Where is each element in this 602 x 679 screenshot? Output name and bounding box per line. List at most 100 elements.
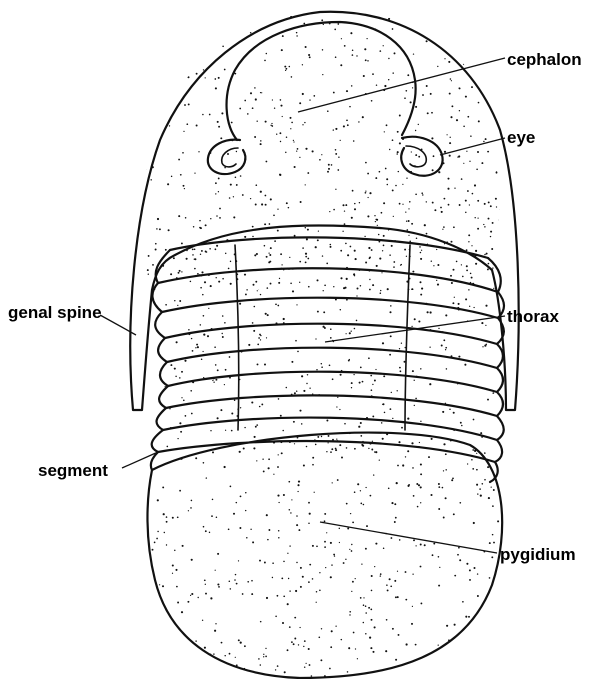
- stipple-dot: [295, 340, 297, 342]
- stipple-dot: [335, 128, 337, 130]
- stipple-dot: [275, 616, 277, 618]
- stipple-dot: [355, 578, 356, 579]
- stipple-dot: [183, 185, 185, 187]
- stipple-dot: [231, 122, 233, 124]
- stipple-dot: [348, 647, 350, 649]
- stipple-dot: [512, 116, 514, 118]
- stipple-dot: [235, 574, 236, 575]
- stipple-dot: [421, 250, 422, 251]
- stipple-dot: [216, 42, 218, 44]
- stipple-dot: [512, 479, 514, 481]
- stipple-dot: [441, 667, 442, 668]
- leader-pygidium: [320, 522, 497, 553]
- stipple-dot: [478, 440, 480, 442]
- stipple-dot: [502, 165, 504, 167]
- stipple-dot: [186, 258, 188, 260]
- stipple-dot: [221, 20, 223, 22]
- stipple-dot: [445, 39, 447, 41]
- stipple-dot: [464, 53, 466, 55]
- stipple-dot: [308, 522, 310, 524]
- stipple-dot: [378, 234, 380, 236]
- stipple-dot: [142, 72, 144, 74]
- stipple-dot: [288, 481, 290, 483]
- stipple-dot: [477, 151, 479, 153]
- stipple-dot: [333, 129, 334, 130]
- stipple-dot: [379, 241, 381, 243]
- stipple-dot: [477, 55, 479, 57]
- stipple-dot: [182, 545, 184, 547]
- stipple-dot: [207, 335, 209, 337]
- stipple-dot: [190, 595, 191, 596]
- stipple-dot: [372, 284, 374, 286]
- stipple-dot: [312, 578, 314, 580]
- stipple-dot: [484, 226, 485, 227]
- stipple-dot: [293, 643, 295, 645]
- stipple-dot: [370, 609, 372, 611]
- stipple-dot: [514, 584, 516, 586]
- stipple-dot: [140, 165, 142, 167]
- stipple-dot: [210, 285, 212, 287]
- stipple-dot: [240, 407, 241, 408]
- stipple-dot: [339, 444, 341, 446]
- stipple-dot: [399, 142, 401, 144]
- stipple-dot: [178, 272, 180, 274]
- stipple-dot: [185, 67, 187, 69]
- stipple-dot: [282, 622, 284, 624]
- stipple-dot: [389, 311, 391, 313]
- stipple-dot: [203, 315, 205, 317]
- stipple-dot: [340, 250, 342, 252]
- stipple-dot: [169, 293, 170, 294]
- stipple-dot: [457, 554, 459, 556]
- stipple-dot: [215, 379, 217, 381]
- stipple-dot: [301, 375, 303, 377]
- stipple-dot: [203, 334, 205, 336]
- stipple-dot: [300, 586, 302, 588]
- stipple-dot: [327, 110, 329, 112]
- glabella-outline: [227, 22, 416, 140]
- stipple-dot: [162, 486, 164, 488]
- stipple-dot: [488, 263, 490, 265]
- stipple-dot: [453, 412, 455, 414]
- stipple-dot: [478, 218, 479, 219]
- stipple-dot: [217, 121, 219, 123]
- stipple-dot: [203, 69, 204, 70]
- stipple-dot: [352, 581, 354, 583]
- stipple-dot: [252, 226, 254, 228]
- stipple-dot: [316, 602, 317, 603]
- stipple-dot: [437, 284, 439, 286]
- stipple-dot: [194, 172, 195, 173]
- stipple-dot: [308, 581, 310, 583]
- stipple-dot: [186, 123, 188, 125]
- stipple-dot: [487, 654, 489, 656]
- stipple-dot: [264, 363, 266, 365]
- stipple-dot: [335, 449, 337, 451]
- stipple-dot: [191, 43, 193, 45]
- stipple-dot: [260, 339, 261, 340]
- stipple-dot: [383, 45, 384, 46]
- stipple-dot: [205, 593, 207, 595]
- stipple-dot: [387, 184, 389, 186]
- stipple-dot: [150, 663, 152, 665]
- stipple-dot: [343, 287, 345, 289]
- stipple-dot: [169, 125, 170, 126]
- stipple-dot: [300, 567, 302, 569]
- stipple-dot: [449, 671, 451, 673]
- stipple-dot: [146, 46, 148, 48]
- stipple-dot: [263, 654, 264, 655]
- stipple-dot: [257, 344, 259, 346]
- stipple-dot: [464, 52, 466, 54]
- stipple-dot: [420, 463, 422, 465]
- stipple-dot: [192, 350, 194, 352]
- stipple-dot: [338, 157, 339, 158]
- stipple-dot: [450, 36, 452, 38]
- stipple-dot: [315, 444, 317, 446]
- stipple-dot: [442, 411, 444, 413]
- stipple-dot: [459, 204, 461, 206]
- stipple-dot: [372, 415, 374, 417]
- stipple-dot: [498, 250, 500, 252]
- stipple-dot: [162, 653, 163, 654]
- stipple-dot: [484, 479, 486, 481]
- stipple-dot: [368, 247, 370, 249]
- stipple-dot: [177, 305, 178, 306]
- stipple-dot: [250, 198, 251, 199]
